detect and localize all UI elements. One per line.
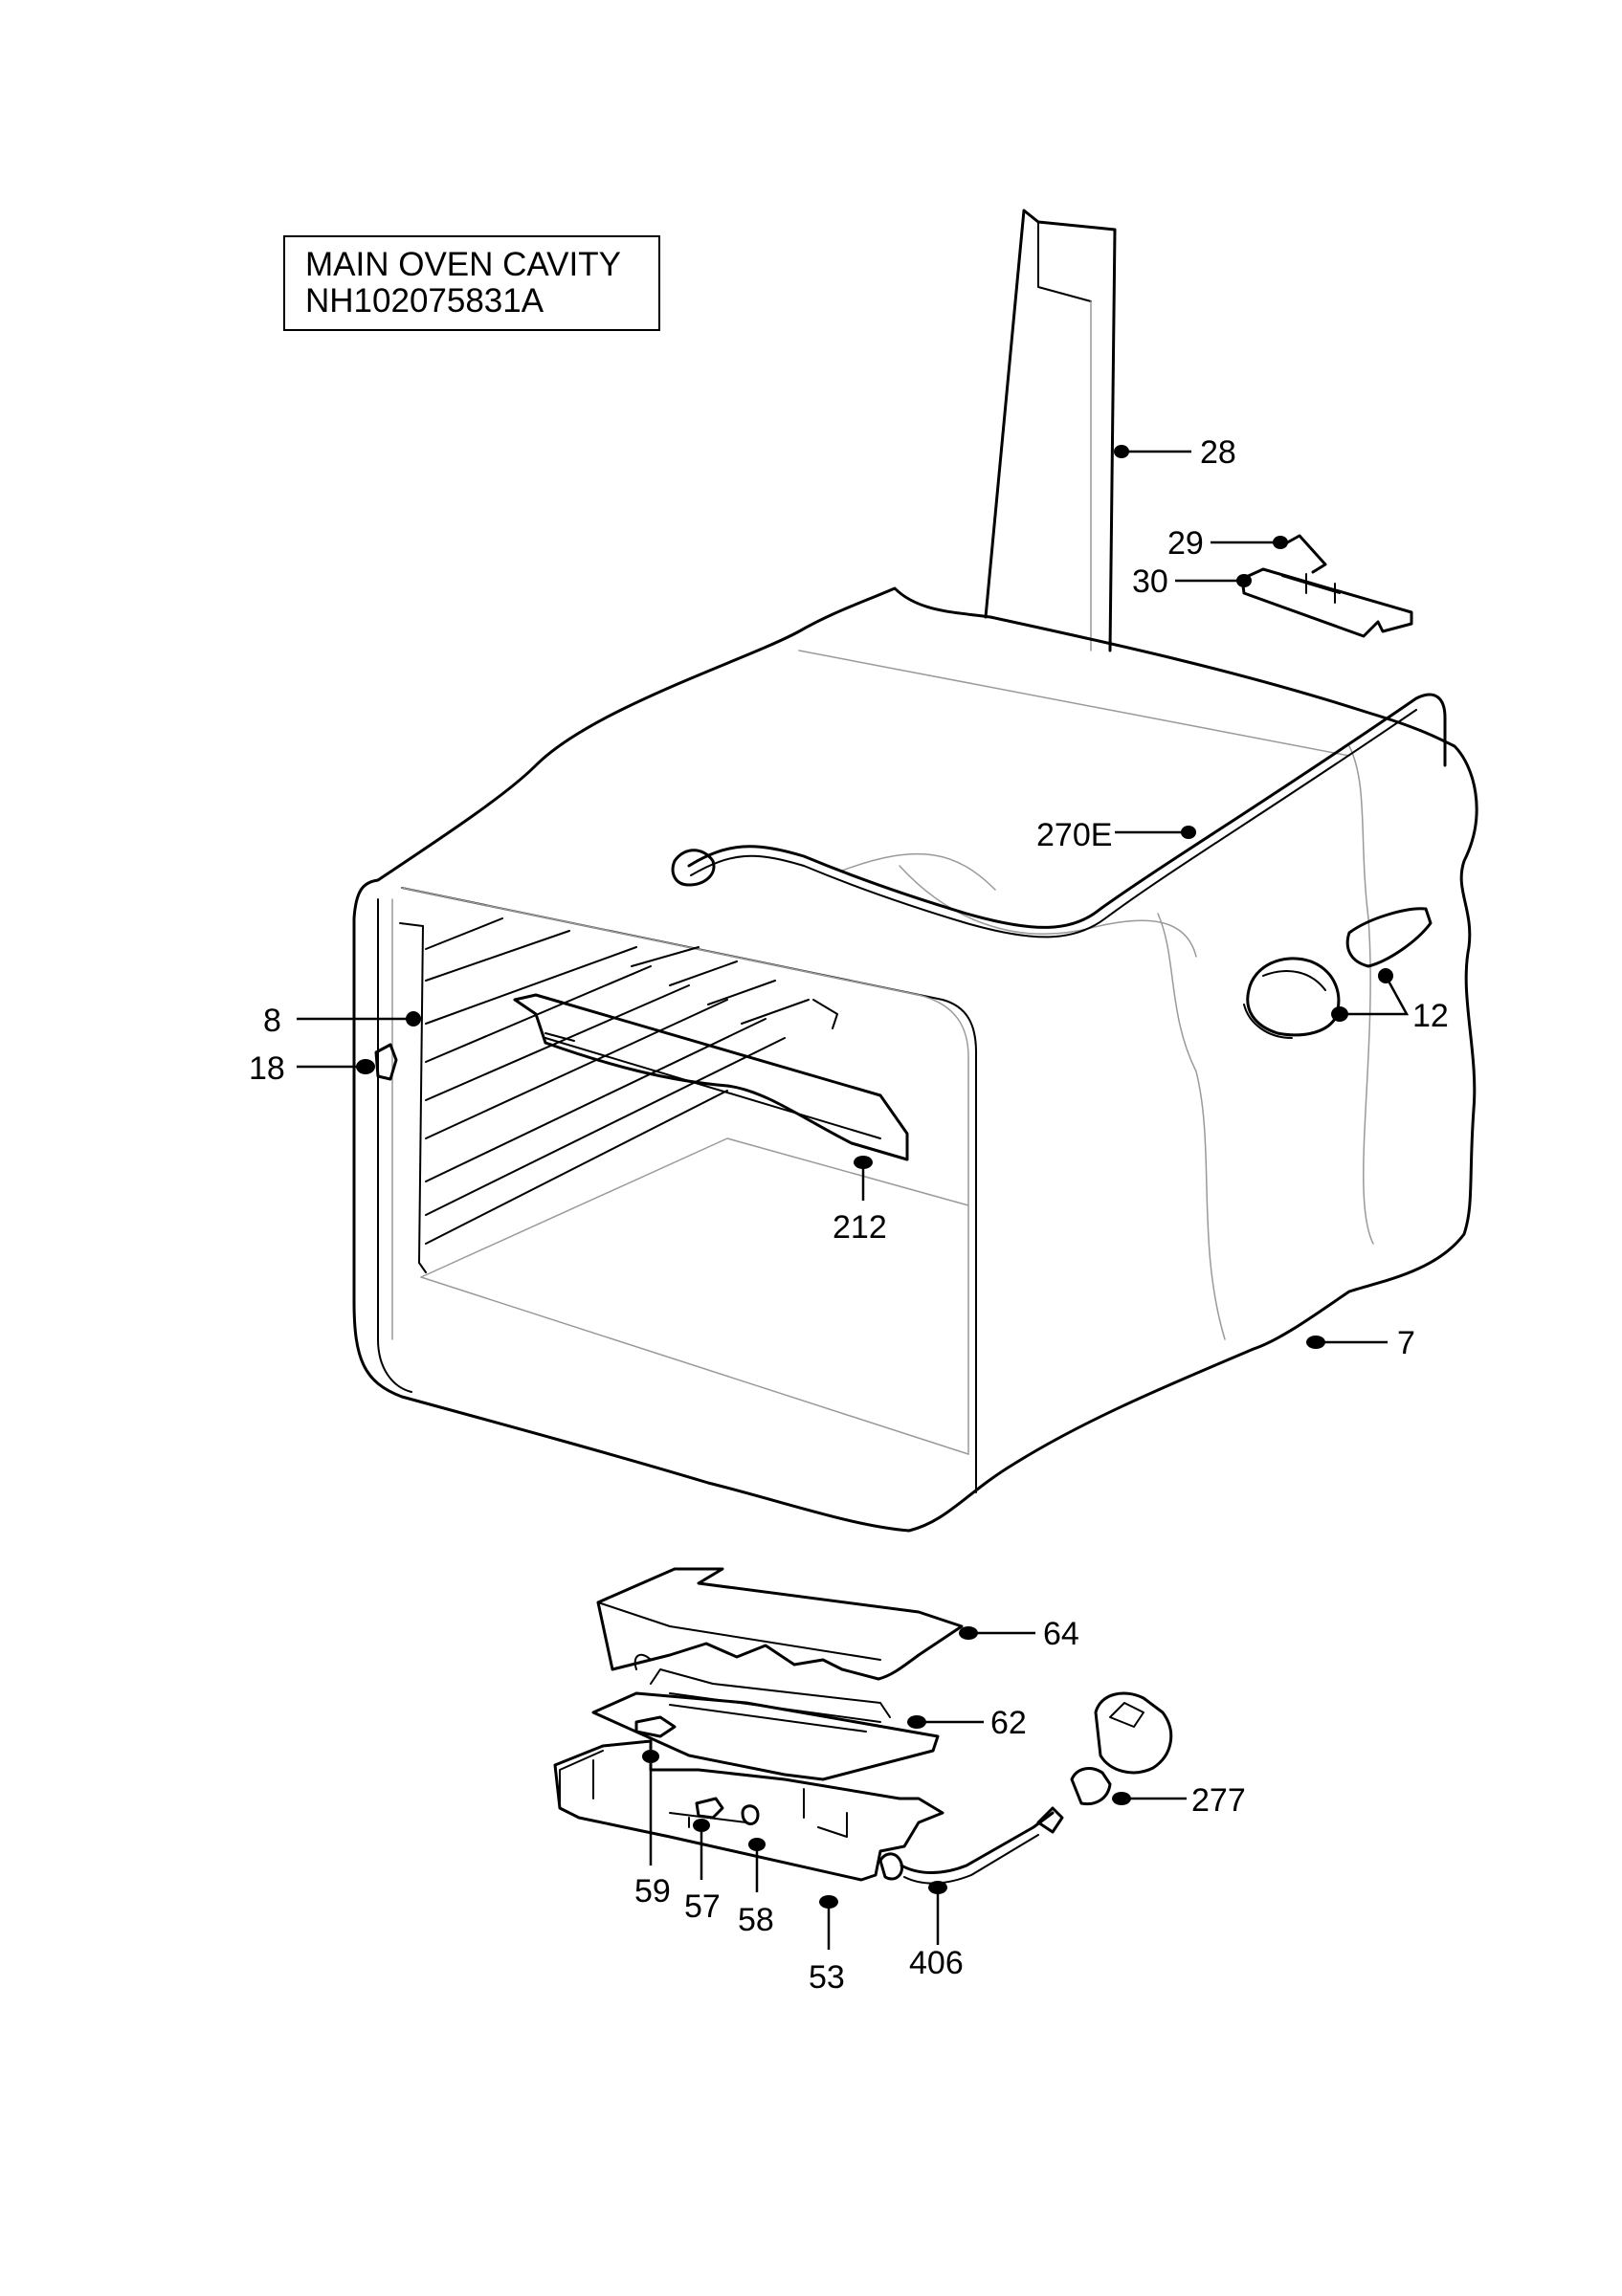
thermostat-probe-tube xyxy=(671,693,1447,938)
diagram-title: MAIN OVEN CAVITY xyxy=(305,246,621,283)
callout-18: 18 xyxy=(249,1050,285,1087)
callout-12: 12 xyxy=(1412,998,1449,1034)
injector-parts xyxy=(634,1715,760,1825)
callout-406: 406 xyxy=(909,1945,964,1981)
clip-part xyxy=(374,1043,398,1081)
callout-53: 53 xyxy=(809,1959,845,1996)
callout-29: 29 xyxy=(1167,525,1204,562)
callout-28: 28 xyxy=(1200,434,1236,471)
callout-7: 7 xyxy=(1397,1325,1415,1361)
diagram-title-box: MAIN OVEN CAVITY NH102075831A xyxy=(283,235,660,331)
callout-277: 277 xyxy=(1191,1782,1246,1819)
burner-assembly xyxy=(591,1653,940,1781)
shelf-runners xyxy=(399,917,838,1273)
flame-failure-device xyxy=(1070,1691,1173,1806)
callout-8: 8 xyxy=(263,1003,281,1039)
callout-59: 59 xyxy=(634,1873,671,1910)
burner-cover xyxy=(596,1567,964,1681)
callout-30: 30 xyxy=(1132,563,1168,600)
callout-57: 57 xyxy=(684,1888,721,1925)
callout-270e: 270E xyxy=(1036,817,1112,853)
diagram-part-number: NH102075831A xyxy=(305,282,544,320)
callout-62: 62 xyxy=(990,1705,1027,1741)
callout-212: 212 xyxy=(833,1209,887,1246)
callout-labels: 28 29 30 270E 8 18 12 212 7 64 62 277 59… xyxy=(249,434,1449,1996)
callout-58: 58 xyxy=(738,1902,774,1938)
deflector-plate xyxy=(513,993,909,1161)
callout-leaders xyxy=(297,445,1410,1950)
flue-duct-part xyxy=(984,209,1117,652)
bracket-parts xyxy=(1240,534,1413,638)
oven-cavity-body xyxy=(352,586,1478,1533)
callout-64: 64 xyxy=(1043,1616,1079,1652)
